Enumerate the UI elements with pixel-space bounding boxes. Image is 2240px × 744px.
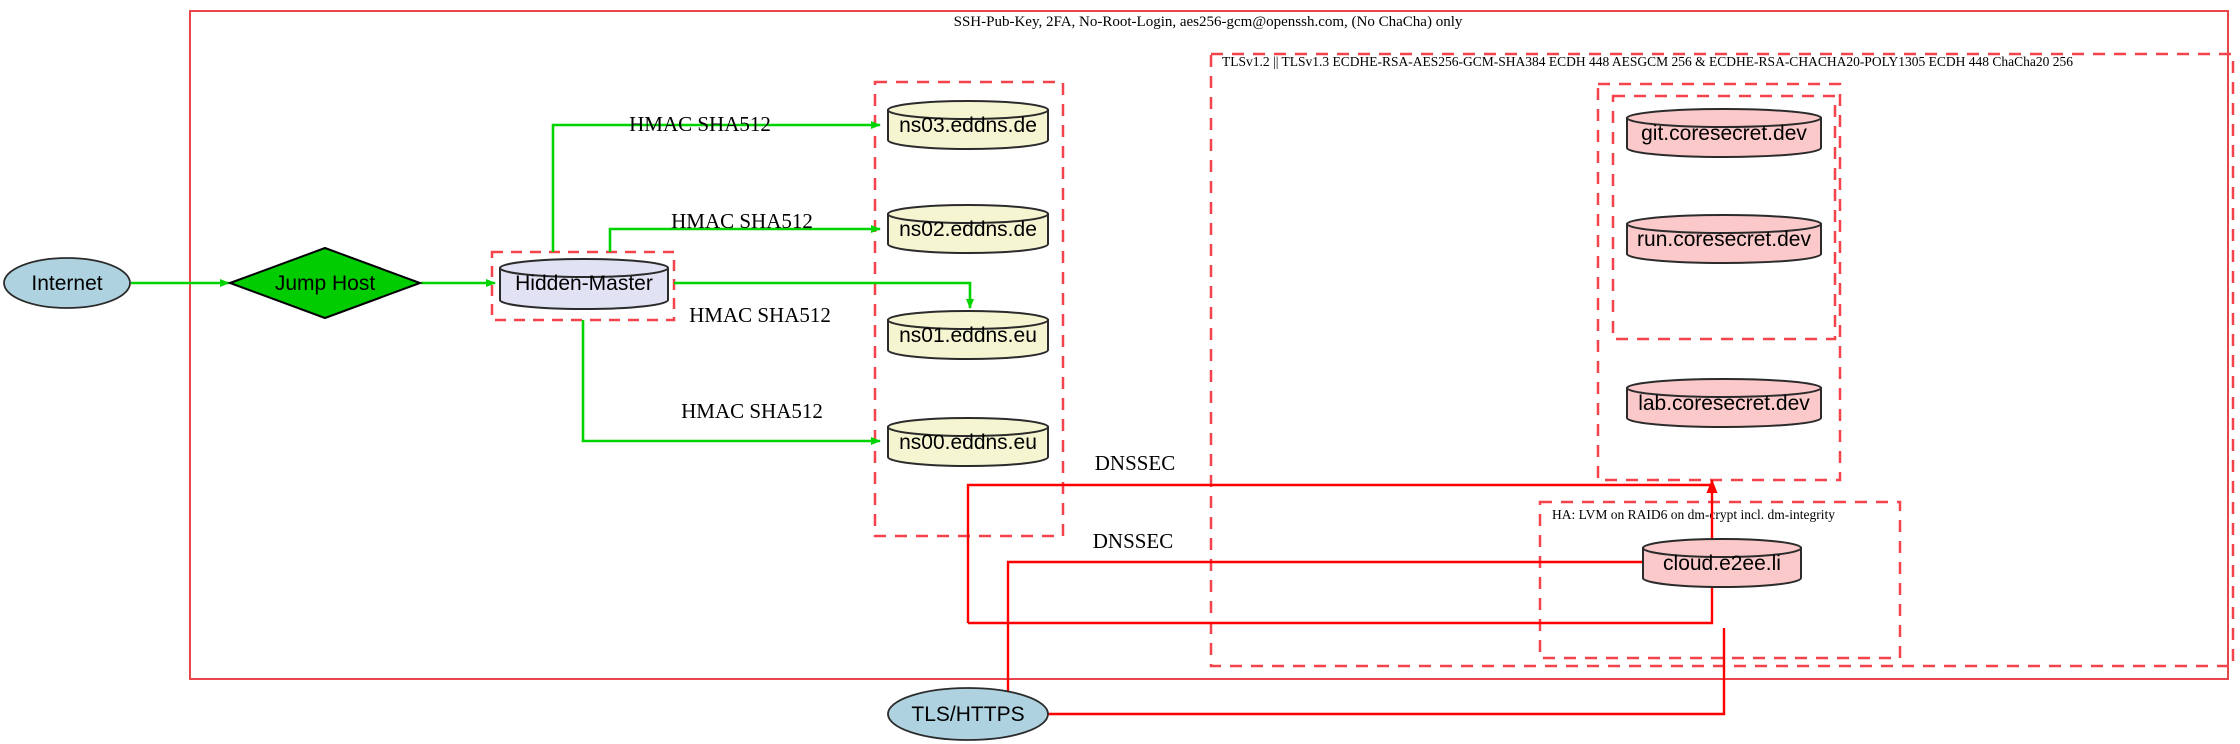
edge-dnssec-bottom (1006, 560, 1712, 714)
node-git-label: git.coresecret.dev (1641, 122, 1807, 145)
node-tls-https[interactable]: TLS/HTTPS (887, 687, 1049, 741)
edge-label-hmac-ns01: HMAC SHA512 (689, 303, 831, 327)
edge-hiddenmaster-to-ns03 (551, 121, 881, 252)
edge-label-dnssec-top: DNSSEC (1095, 451, 1176, 475)
coresecret-outer-box (1596, 82, 1842, 482)
node-lab-label: lab.coresecret.dev (1638, 392, 1810, 415)
edge-tlshttps-right (1048, 628, 1726, 716)
node-run-coresecret[interactable]: run.coresecret.dev (1626, 214, 1822, 264)
edge-dnssec-top (966, 483, 1712, 497)
node-ns03-label: ns03.eddns.de (899, 114, 1037, 137)
edge-label-hmac-ns03: HMAC SHA512 (629, 112, 771, 136)
node-ns00[interactable]: ns00.eddns.eu (887, 417, 1049, 467)
node-ns00-label: ns00.eddns.eu (899, 431, 1037, 454)
edge-hiddenmaster-to-ns02 (608, 225, 881, 252)
dns-zone-box (873, 80, 1065, 538)
node-cloud-label: cloud.e2ee.li (1663, 552, 1781, 575)
edge-label-dnssec-bottom: DNSSEC (1093, 529, 1174, 553)
coresecret-inner-box (1611, 94, 1837, 341)
edge-hiddenmaster-to-ns00 (581, 320, 881, 445)
node-hidden-master[interactable]: Hidden-Master (499, 258, 669, 310)
node-ns02[interactable]: ns02.eddns.de (887, 204, 1049, 254)
edge-hiddenmaster-to-ns01 (674, 281, 974, 309)
ha-boundary-label: HA: LVM on RAID6 on dm-crypt incl. dm-in… (1552, 507, 1835, 522)
node-hidden-master-label: Hidden-Master (515, 272, 653, 295)
ssh-boundary-box (189, 10, 2229, 680)
node-ns01-label: ns01.eddns.eu (899, 324, 1037, 347)
ssh-boundary-label: SSH-Pub-Key, 2FA, No-Root-Login, aes256-… (954, 14, 1463, 30)
node-ns02-label: ns02.eddns.de (899, 218, 1037, 241)
node-jump-host[interactable]: Jump Host (227, 246, 423, 320)
node-cloud-e2ee[interactable]: cloud.e2ee.li (1642, 538, 1802, 588)
node-tls-https-label: TLS/HTTPS (911, 703, 1024, 726)
node-ns01[interactable]: ns01.eddns.eu (887, 310, 1049, 360)
node-jump-host-label: Jump Host (275, 272, 376, 295)
node-git-coresecret[interactable]: git.coresecret.dev (1626, 108, 1822, 158)
node-run-label: run.coresecret.dev (1637, 228, 1811, 251)
node-internet[interactable]: Internet (3, 257, 131, 309)
edge-label-hmac-ns02: HMAC SHA512 (671, 209, 813, 233)
node-ns03[interactable]: ns03.eddns.de (887, 100, 1049, 150)
tls-boundary-box (1209, 52, 2235, 668)
tls-boundary-label: TLSv1.2 || TLSv1.3 ECDHE-RSA-AES256-GCM-… (1222, 54, 2073, 69)
ha-boundary-box (1538, 500, 1902, 660)
node-internet-label: Internet (31, 272, 102, 295)
edge-label-hmac-ns00: HMAC SHA512 (681, 399, 823, 423)
node-lab-coresecret[interactable]: lab.coresecret.dev (1626, 378, 1822, 428)
